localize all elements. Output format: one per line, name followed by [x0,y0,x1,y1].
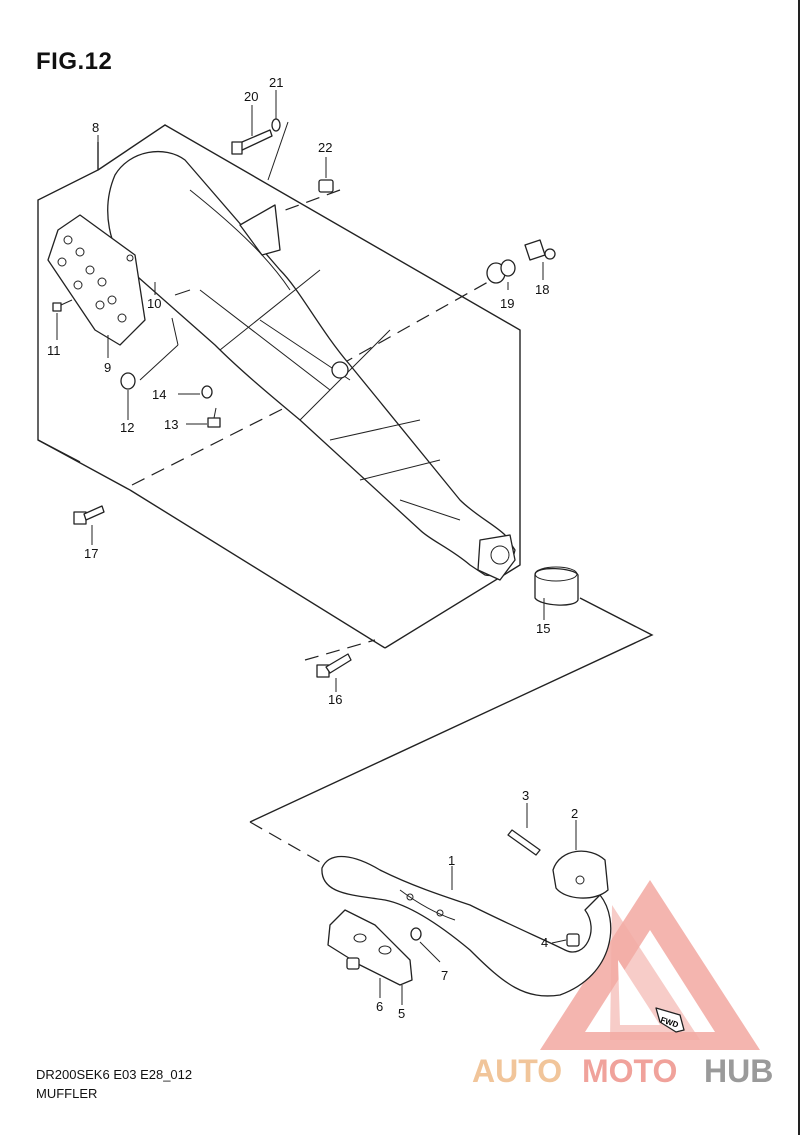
part-label-5: 5 [398,1006,405,1021]
part-label-2: 2 [571,806,578,821]
watermark-word-a: AUTO [472,1053,562,1089]
part-label-9: 9 [104,360,111,375]
part-label-11: 11 [47,343,61,358]
pipe-bracket [327,909,422,986]
part-label-20: 20 [244,89,258,104]
part-label-12: 12 [120,420,134,435]
part-label-18: 18 [535,282,549,297]
exhaust-pipe [321,855,612,997]
part-label-4: 4 [541,935,548,950]
part-label-17: 17 [84,546,98,561]
watermark-logo [540,880,760,1050]
heat-shield [47,214,146,346]
leader-lines [56,90,577,1005]
part-numbers: 8 20 21 22 19 18 10 11 9 12 14 13 17 15 … [47,75,578,1021]
part-label-19: 19 [500,296,514,311]
part-label-15: 15 [536,621,550,636]
part-label-8: 8 [92,120,99,135]
part-label-21: 21 [269,75,283,90]
upper-assembly-frame [37,124,521,649]
part-label-1: 1 [448,853,455,868]
guide-lines-upper [131,189,489,661]
part-label-7: 7 [441,968,448,983]
part-label-3: 3 [522,788,529,803]
part-label-14: 14 [152,387,166,402]
watermark-word-c: HUB [704,1053,773,1089]
lower-connection-frame [249,597,654,863]
part-label-16: 16 [328,692,342,707]
part-label-6: 6 [376,999,383,1014]
part-label-22: 22 [318,140,332,155]
watermark-text: AUTO MOTO HUB [472,1053,773,1089]
figure-name: MUFFLER [36,1086,98,1101]
watermark-word-b: MOTO [582,1053,677,1089]
exhaust-clamp-hardware [507,829,609,947]
fasteners-upper [52,118,579,678]
muffler-body [107,150,516,581]
figure-title: FIG.12 [36,48,113,75]
model-code: DR200SEK6 E03 E28_012 [36,1067,193,1082]
page-border [798,0,800,1135]
part-label-10: 10 [147,296,161,311]
part-label-13: 13 [164,417,178,432]
